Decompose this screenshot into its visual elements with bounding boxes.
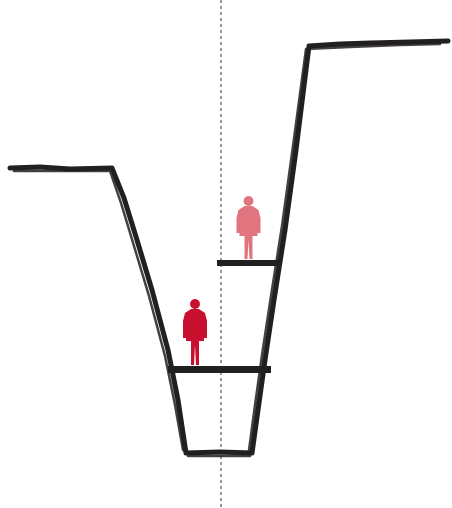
upper-platform bbox=[217, 260, 278, 266]
person-silhouette-icon bbox=[183, 299, 207, 365]
lower-platform bbox=[168, 366, 271, 373]
outline-main bbox=[10, 41, 448, 453]
person-silhouette-icon bbox=[237, 196, 261, 259]
outline-rough-right bbox=[249, 44, 440, 450]
trench-outline bbox=[10, 41, 448, 456]
